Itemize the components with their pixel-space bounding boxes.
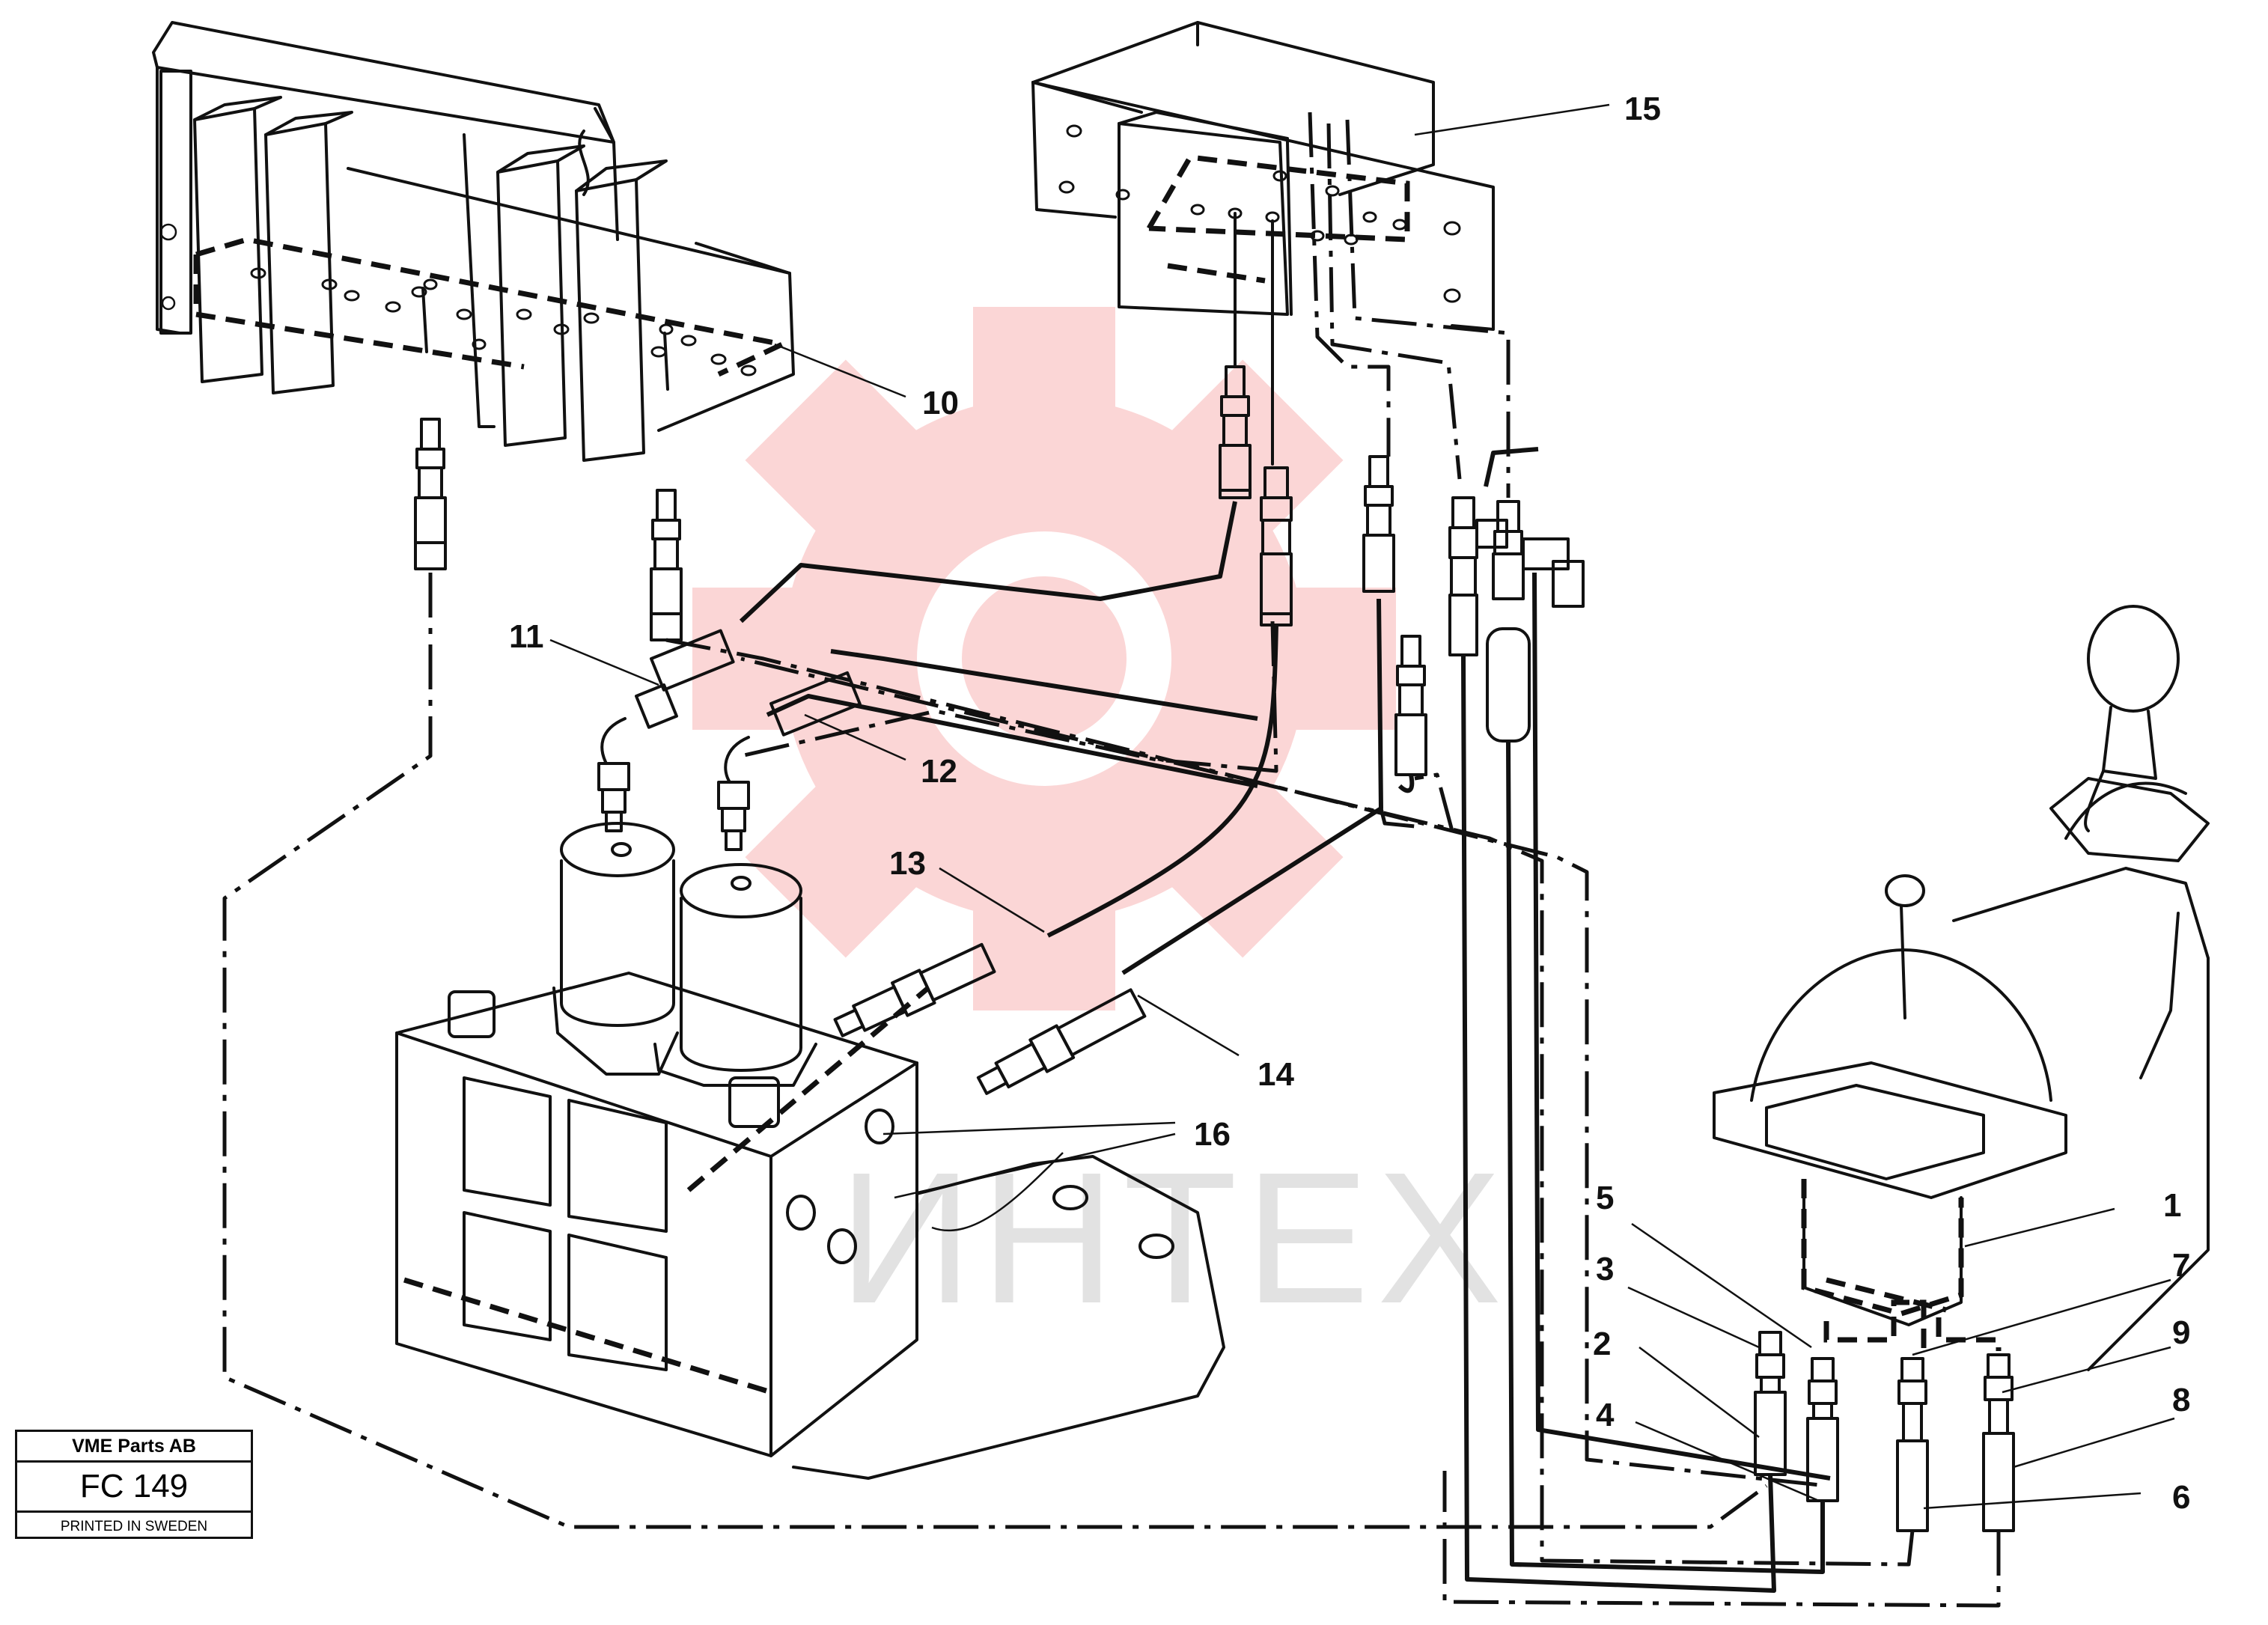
watermark-text: ИНТЕХ: [838, 1133, 1509, 1342]
hose-chain-lines: [222, 112, 2001, 1608]
callout-labels: 1 2 3 4 5 6 7 8 9 10 11 12 13 14 15 16: [509, 91, 2190, 1516]
control-lever-unit: [1713, 605, 2210, 1532]
callout-14: 14: [1258, 1056, 1294, 1093]
callout-4: 4: [1596, 1397, 1615, 1433]
callout-11: 11: [509, 618, 544, 655]
print-note: PRINTED IN SWEDEN: [60, 1519, 208, 1534]
accumulator-unit: [395, 822, 1225, 1480]
callout-15: 15: [1624, 91, 1661, 127]
callout-2: 2: [1593, 1326, 1611, 1362]
company-name: VME Parts AB: [17, 1432, 251, 1463]
callout-8: 8: [2172, 1382, 2190, 1418]
valve-block-15: [1031, 21, 1495, 466]
valve-block-10: [152, 21, 795, 462]
callout-6: 6: [2172, 1479, 2190, 1516]
callout-13: 13: [889, 845, 926, 882]
callout-9: 9: [2172, 1314, 2190, 1351]
watermark-gear-icon: [692, 307, 1396, 1010]
callout-3: 3: [1596, 1251, 1614, 1287]
fittings: [414, 365, 1585, 1095]
callout-10: 10: [922, 385, 959, 421]
drawing-code: FC 149: [17, 1463, 251, 1513]
callout-5: 5: [1596, 1180, 1614, 1216]
callout-7: 7: [2172, 1247, 2190, 1284]
leader-lines: [549, 103, 2175, 1510]
callout-12: 12: [921, 753, 957, 790]
callout-1: 1: [2163, 1187, 2181, 1224]
callout-16: 16: [1194, 1116, 1231, 1153]
title-block: VME Parts AB FC 149 PRINTED IN SWEDEN: [15, 1430, 253, 1539]
